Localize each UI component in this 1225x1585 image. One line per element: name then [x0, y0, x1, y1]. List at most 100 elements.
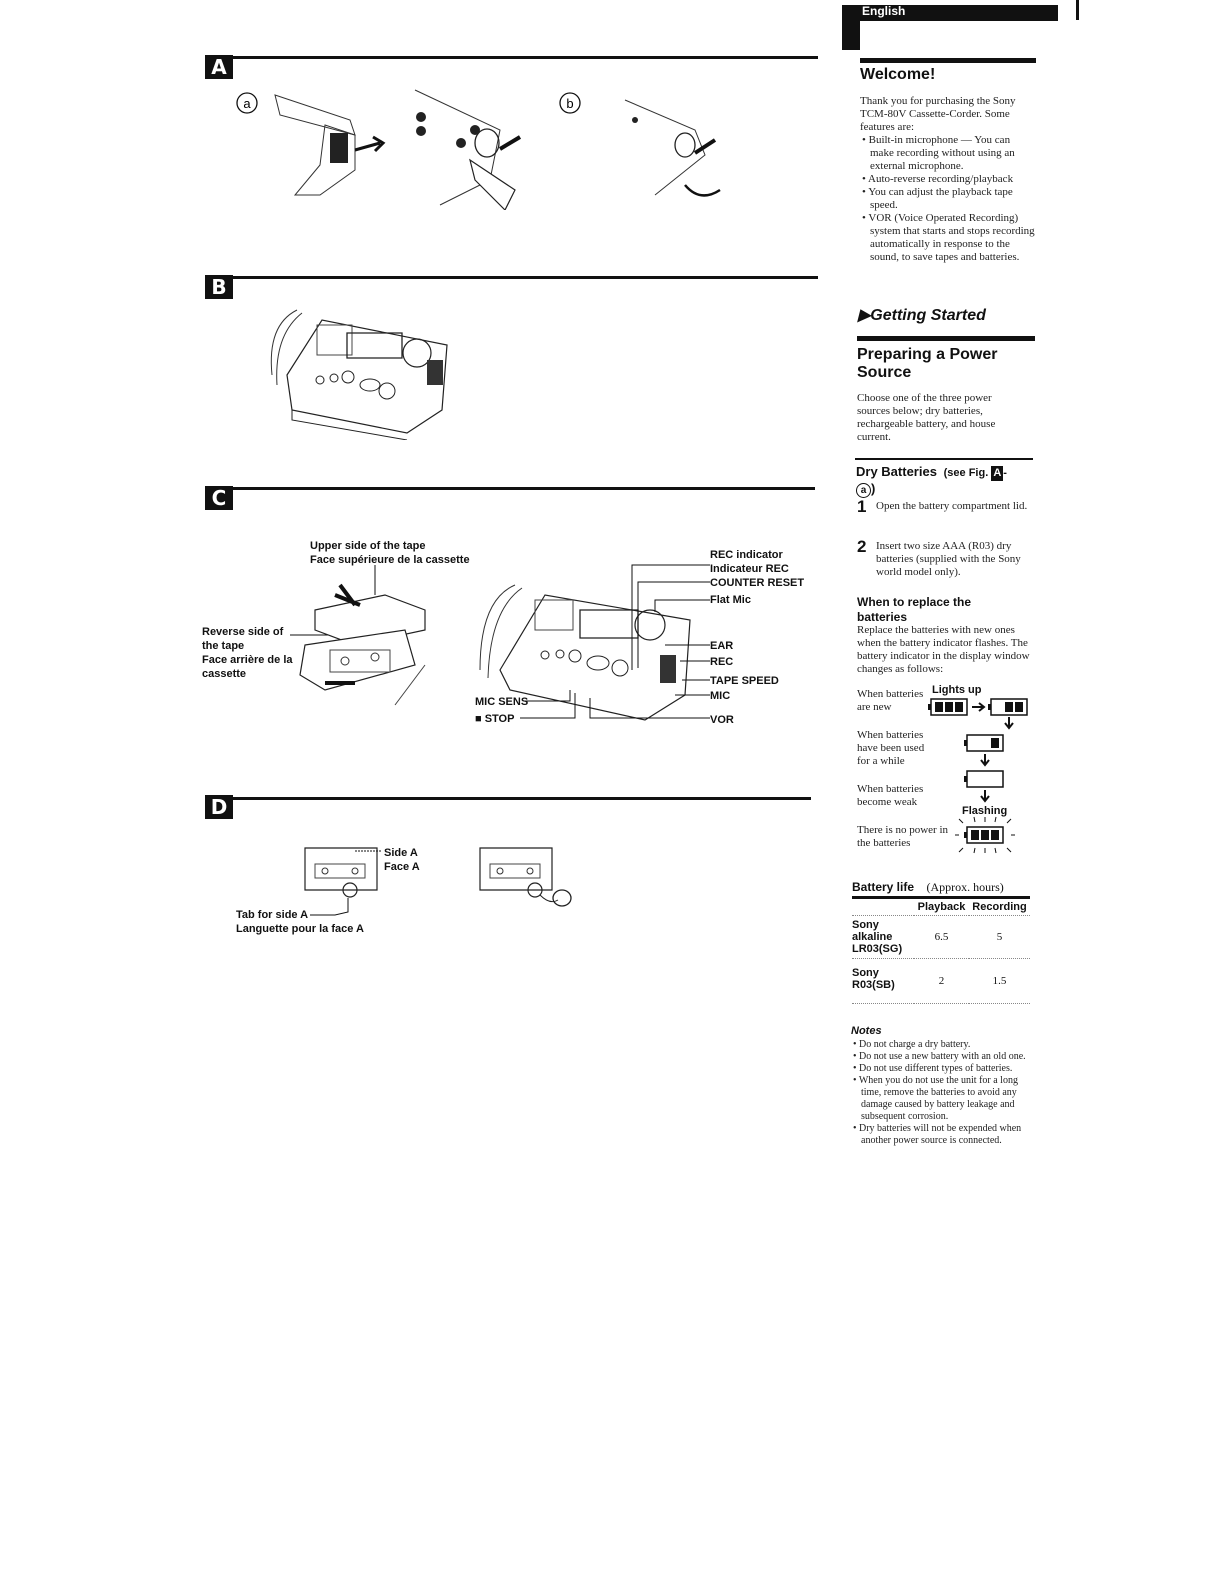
- battery-two-bar-icon: [988, 699, 1027, 715]
- col-playback: Playback: [917, 901, 966, 913]
- step-number: 2: [857, 537, 867, 556]
- col-recording: Recording: [972, 901, 1027, 913]
- label-vor: VOR: [710, 714, 734, 726]
- row-playback: 6.5: [934, 931, 949, 943]
- arrow-down-icon: [1005, 717, 1013, 728]
- step-2: 2 Insert two size AAA (R03) dry batterie…: [857, 537, 1037, 579]
- battery-life-unit: (Approx. hours): [926, 880, 1004, 894]
- fig-ref-circle: a: [856, 483, 871, 498]
- row-name: Sony alkaline LR03(SG): [852, 919, 903, 955]
- step-1: 1 Open the battery compartment lid.: [857, 497, 1037, 516]
- battery-one-bar-icon: [964, 735, 1003, 751]
- label-tab-side-a-fr: Languette pour la face A: [236, 923, 364, 935]
- indicator-state-weak: When batteries become weak: [857, 783, 924, 808]
- language-tab-label: English: [862, 4, 906, 18]
- label-reverse-side-en-1: Reverse side of: [202, 626, 284, 638]
- row-name: Sony R03(SB): [852, 967, 895, 991]
- feature-item: • VOR (Voice Operated Recording) system …: [862, 212, 1035, 263]
- label-tab-side-a-en: Tab for side A: [236, 909, 309, 921]
- row-recording: 1.5: [992, 975, 1007, 987]
- dry-batteries-rule: [855, 458, 1033, 460]
- label-stop: ■ STOP: [475, 713, 515, 725]
- label-side-a: Side A: [384, 847, 418, 859]
- flashing-label: Flashing: [962, 805, 1008, 817]
- label-flat-mic: Flat Mic: [710, 594, 751, 606]
- label-mic: MIC: [710, 690, 731, 702]
- battery-life-heading: Battery life (Approx. hours): [852, 878, 1032, 896]
- arrow-down-icon: [981, 754, 989, 765]
- getting-started-heading: ▶Getting Started: [858, 307, 986, 324]
- section-a-rule: [233, 56, 818, 59]
- circle-b-letter: b: [566, 96, 573, 111]
- lights-up-label: Lights up: [932, 684, 982, 696]
- features-list: • Built-in microphone — You can make rec…: [860, 134, 1035, 264]
- section-c-rule: [233, 487, 815, 490]
- indicator-state-used: When batteries have been used for a whil…: [857, 729, 925, 767]
- label-reverse-side-fr-1: Face arrière de la: [202, 654, 293, 666]
- label-rec: REC: [710, 656, 734, 668]
- label-reverse-side-en-2: the tape: [202, 640, 245, 652]
- battery-life-rule: [852, 896, 1030, 899]
- label-counter-reset: COUNTER RESET: [710, 577, 805, 589]
- feature-item: • Built-in microphone — You can make rec…: [862, 134, 1015, 172]
- section-c-marker: C: [205, 486, 233, 510]
- replace-text: Replace the batteries with new ones when…: [857, 624, 1030, 675]
- feature-item: • You can adjust the playback tape speed…: [862, 186, 1013, 211]
- section-a-marker: A: [205, 55, 233, 79]
- note-item: • Do not use a new battery with an old o…: [853, 1051, 1026, 1062]
- battery-life-title: Battery life: [852, 880, 915, 894]
- label-tape-speed: TAPE SPEED: [710, 675, 779, 687]
- welcome-intro: Thank you for purchasing the Sony TCM-80…: [860, 95, 1016, 133]
- battery-flashing-icon: [955, 817, 1015, 853]
- label-ear: EAR: [710, 640, 734, 652]
- preparing-rule: [857, 336, 1035, 341]
- fig-ref-box: A: [991, 466, 1004, 481]
- welcome-title: Welcome!: [860, 66, 936, 83]
- figure-a-illustration: a b: [225, 85, 725, 210]
- replace-title: When to replace the batteries: [857, 595, 972, 624]
- fig-ref-dash: -: [1003, 467, 1007, 479]
- row-recording: 5: [996, 931, 1003, 943]
- label-reverse-side-fr-2: cassette: [202, 668, 247, 680]
- dry-batteries-title: Dry Batteries: [856, 464, 937, 479]
- label-face-a: Face A: [384, 861, 420, 873]
- battery-empty-icon: [964, 771, 1003, 787]
- table-row: Sony alkaline LR03(SG) 6.5 5: [852, 915, 1030, 959]
- figure-d-cassette-tab-illustration: [300, 840, 580, 920]
- label-upper-side-fr: Face supérieure de la cassette: [310, 554, 470, 566]
- battery-indicator-diagram: [928, 695, 1035, 855]
- figure-c-cassette-insert-illustration: [285, 565, 445, 710]
- arrow-right-icon: [972, 703, 984, 711]
- circle-b-marker: [560, 93, 580, 113]
- note-item: • When you do not use the unit for a lon…: [853, 1075, 1018, 1122]
- page-edge-mark: [1076, 0, 1079, 20]
- label-indicateur-rec: Indicateur REC: [710, 563, 789, 575]
- section-d-rule: [233, 797, 811, 800]
- circle-a-letter: a: [243, 96, 251, 111]
- row-playback: 2: [938, 975, 945, 987]
- note-item: • Do not use different types of batterie…: [853, 1063, 1013, 1074]
- language-tab: [842, 5, 1058, 21]
- fig-ref-close: ): [871, 481, 876, 496]
- table-row: Sony R03(SB) 2 1.5: [852, 958, 1030, 1004]
- note-item: • Do not charge a dry battery.: [853, 1039, 971, 1050]
- indicator-state-new: When batteries are new: [857, 688, 924, 713]
- fig-ref: (see Fig. A-: [941, 466, 1007, 481]
- notes-list: • Do not charge a dry battery. • Do not …: [851, 1039, 1031, 1147]
- arrow-down-icon: [981, 790, 989, 801]
- section-d-marker: D: [205, 795, 233, 819]
- battery-life-table: Playback Recording Sony alkaline LR03(SG…: [852, 899, 1030, 1004]
- notes-title: Notes: [851, 1025, 882, 1037]
- language-tab-stub: [842, 5, 860, 50]
- fig-ref-prefix: (see Fig.: [943, 467, 992, 479]
- figure-c-controls-illustration: [470, 560, 800, 730]
- battery-full-icon: [928, 699, 967, 715]
- feature-item: • Auto-reverse recording/playback: [862, 173, 1014, 185]
- preparing-text: Choose one of the three power sources be…: [857, 392, 996, 443]
- figure-b-recorder-illustration: [262, 305, 462, 440]
- label-upper-side-en: Upper side of the tape: [310, 540, 426, 552]
- circle-a-marker: [237, 93, 257, 113]
- preparing-title: Preparing a Power Source: [857, 346, 998, 381]
- step-text: Open the battery compartment lid.: [876, 500, 1028, 512]
- label-rec-indicator: REC indicator: [710, 549, 783, 561]
